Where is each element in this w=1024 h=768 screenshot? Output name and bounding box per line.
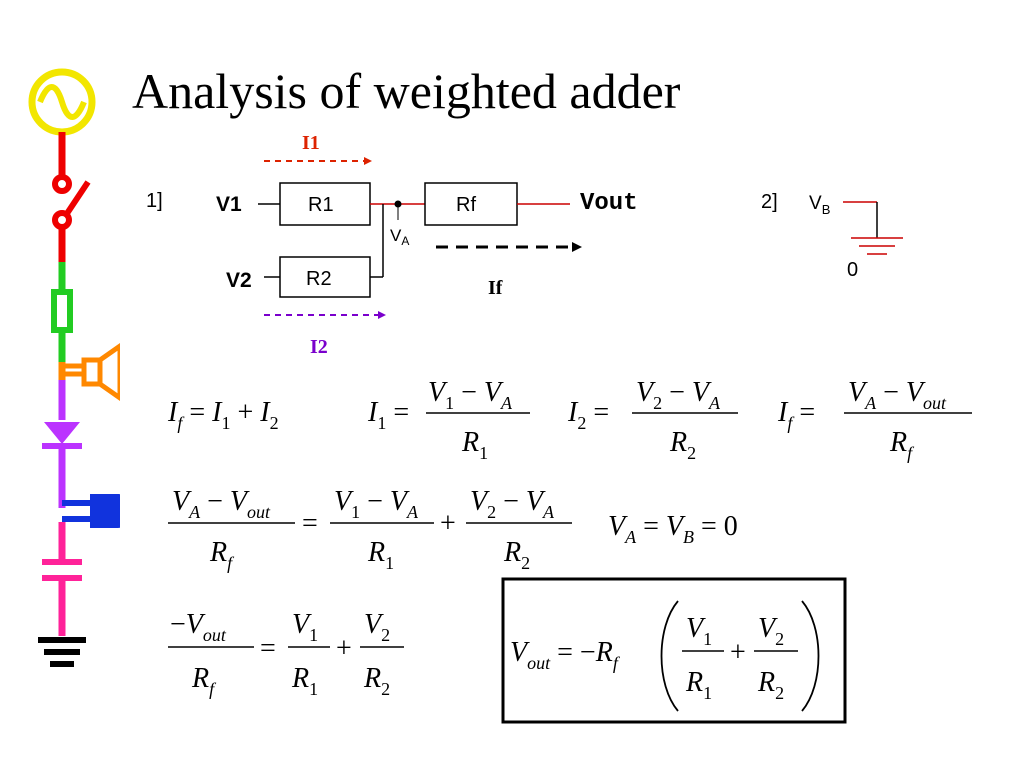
i2-label: I2 (310, 336, 328, 358)
equation-if-sum: If = I1 + I2 (167, 397, 279, 433)
svg-text:V1 − VA: V1 − VA (334, 486, 419, 522)
r1-box (279, 182, 371, 226)
sidebar-circuit-strip (28, 68, 120, 667)
svg-text:R1: R1 (291, 663, 318, 699)
svg-text:VA − Vout: VA − Vout (848, 377, 947, 413)
lamp-icon (62, 494, 120, 528)
ac-source-icon (28, 68, 96, 136)
r2-box (279, 256, 371, 298)
svg-text:V2 − VA: V2 − VA (470, 486, 555, 522)
svg-text:V2 − VA: V2 − VA (636, 377, 721, 413)
capacitor-icon (42, 522, 82, 636)
v2-label: V2 (226, 269, 252, 292)
svg-text:+: + (440, 508, 456, 539)
svg-text:VA = VB = 0: VA = VB = 0 (608, 511, 738, 547)
equation-i2: I2 = V2 − VA R2 (567, 377, 738, 463)
r2-label: R2 (306, 268, 332, 290)
svg-text:V2: V2 (758, 613, 784, 649)
ground-zero-label: 0 (847, 259, 858, 280)
svg-text:Rf: Rf (209, 537, 235, 573)
svg-text:Vout = −Rf: Vout = −Rf (510, 637, 621, 673)
i1-label: I1 (302, 132, 320, 154)
vout-label: Vout (580, 190, 638, 217)
v1-label: V1 (216, 193, 242, 216)
svg-text:V2: V2 (364, 609, 390, 645)
svg-text:R2: R2 (363, 663, 390, 699)
svg-text:If =: If = (777, 397, 815, 433)
resistor-icon (51, 262, 73, 362)
svg-text:Rf: Rf (191, 663, 217, 699)
equations-area: If = I1 + I2 I1 = V1 − VA R1 I2 = V2 − V… (167, 377, 972, 724)
rf-label: Rf (456, 194, 476, 216)
if-label: If (488, 277, 503, 299)
svg-text:−Vout: −Vout (170, 609, 227, 645)
svg-text:Rf: Rf (889, 427, 915, 463)
circuit-1-number: 1] (146, 190, 163, 212)
svg-text:R2: R2 (503, 537, 530, 573)
svg-text:R1: R1 (461, 427, 488, 463)
svg-text:=: = (260, 633, 276, 664)
svg-text:R2: R2 (757, 667, 784, 703)
diode-icon (42, 380, 82, 508)
equation-vout-rf: −Vout Rf = V1 R1 + V2 R2 (168, 609, 404, 699)
svg-text:R1: R1 (685, 667, 712, 703)
vb-label: VB (809, 193, 830, 217)
ground-symbol (851, 237, 903, 255)
ground-icon (38, 637, 86, 667)
node-va-label: VA (390, 226, 409, 248)
svg-text:+: + (730, 637, 746, 668)
vb-ground-circuit: 2] VB 0 (761, 191, 903, 280)
result-equation-box: Vout = −Rf V1 R1 + V2 R2 (501, 577, 847, 724)
svg-text:R1: R1 (367, 537, 394, 573)
equation-i1: I1 = V1 − VA R1 (367, 377, 530, 463)
svg-text:+: + (336, 633, 352, 664)
svg-text:VA − Vout: VA − Vout (172, 486, 271, 522)
speaker-icon (58, 342, 120, 410)
svg-text:If = I1 + I2: If = I1 + I2 (167, 397, 279, 433)
page-title: Analysis of weighted adder (132, 63, 681, 119)
svg-text:V1: V1 (292, 609, 318, 645)
equation-va-vb: VA = VB = 0 (608, 511, 738, 547)
equation-kcl: VA − Vout Rf = V1 − VA R1 + V2 − VA R2 (168, 486, 572, 573)
switch-icon (52, 132, 91, 262)
svg-text:V1 − VA: V1 − VA (428, 377, 513, 413)
circuit-2-number: 2] (761, 191, 778, 213)
svg-text:=: = (302, 508, 318, 539)
svg-text:R2: R2 (669, 427, 696, 463)
equation-if-vout: If = VA − Vout Rf (777, 377, 972, 463)
svg-text:V1: V1 (686, 613, 712, 649)
r1-label: R1 (308, 194, 334, 216)
svg-text:I2 =: I2 = (567, 397, 609, 433)
weighted-adder-circuit: 1] I1 V1 R1 VA Rf Vout If V2 R2 I2 (146, 132, 638, 358)
svg-text:I1 =: I1 = (367, 397, 409, 433)
